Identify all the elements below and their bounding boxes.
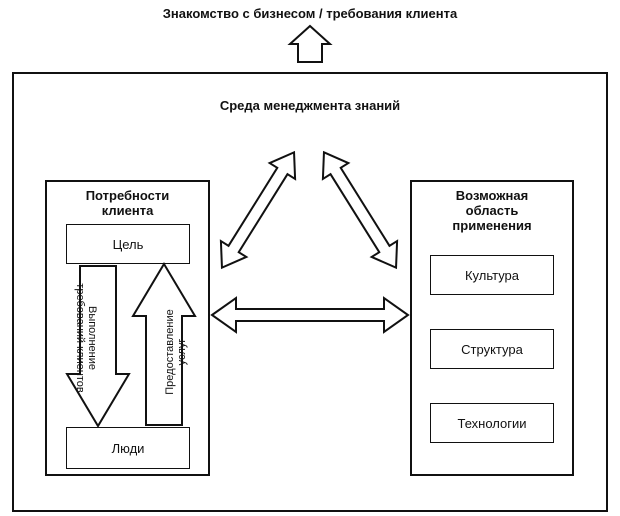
right-diagonal-double-arrow bbox=[321, 150, 399, 270]
fulfilment-label-line1: Выполнение bbox=[86, 305, 98, 371]
customer-needs-title: Потребности клиента bbox=[45, 188, 210, 218]
application-area-title-line3: применения bbox=[452, 218, 532, 233]
application-area-title-line1: Возможная bbox=[455, 188, 529, 203]
fulfilment-down-arrow bbox=[65, 265, 131, 428]
top-label: Знакомство с бизнесом / требования клиен… bbox=[162, 6, 458, 21]
fulfilment-label-line2: требований клиентов bbox=[74, 283, 86, 393]
customer-needs-title-line2: клиента bbox=[101, 203, 154, 218]
application-area-title: Возможная область применения bbox=[410, 188, 574, 233]
customer-needs-title-line1: Потребности bbox=[85, 188, 170, 203]
service-label-line2: услуг bbox=[176, 338, 188, 366]
service-label-line1: Предоставление bbox=[164, 309, 176, 395]
application-area-title-line2: область bbox=[465, 203, 519, 218]
culture-box: Культура bbox=[430, 255, 554, 295]
environment-title: Среда менеджмента знаний bbox=[219, 98, 401, 113]
goal-box: Цель bbox=[66, 224, 190, 264]
top-up-arrow bbox=[287, 24, 333, 63]
service-up-arrow bbox=[131, 262, 197, 426]
left-diagonal-double-arrow bbox=[219, 150, 297, 270]
structure-box: Структура bbox=[430, 329, 554, 369]
horizontal-double-arrow bbox=[210, 296, 410, 334]
technology-box: Технологии bbox=[430, 403, 554, 443]
people-box: Люди bbox=[66, 427, 190, 469]
